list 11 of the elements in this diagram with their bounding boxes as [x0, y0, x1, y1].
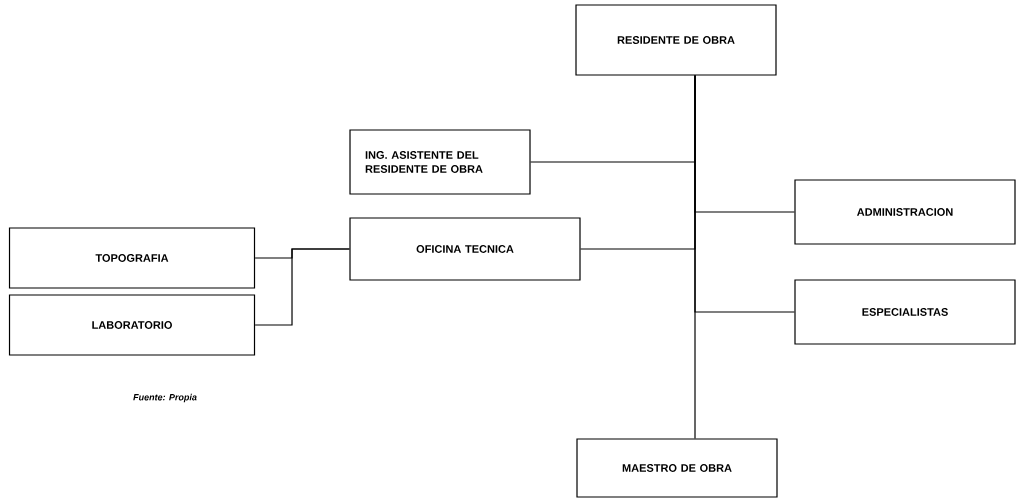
- org-box: OFICINA TECNICA: [349, 217, 581, 281]
- connector-line: [694, 75, 696, 439]
- org-box: ADMINISTRACION: [794, 179, 1016, 245]
- org-box: MAESTRO DE OBRA: [576, 438, 778, 498]
- org-box: RESIDENTE DE OBRA: [575, 4, 777, 76]
- source-note: Fuente: Propia: [133, 393, 197, 403]
- org-box: LABORATORIO: [8, 294, 256, 356]
- org-box: ING. ASISTENTE DEL RESIDENTE DE OBRA: [349, 129, 531, 195]
- org-box: TOPOGRAFIA: [8, 227, 256, 289]
- org-box: ESPECIALISTAS: [794, 279, 1016, 345]
- connector-line: [254, 248, 350, 326]
